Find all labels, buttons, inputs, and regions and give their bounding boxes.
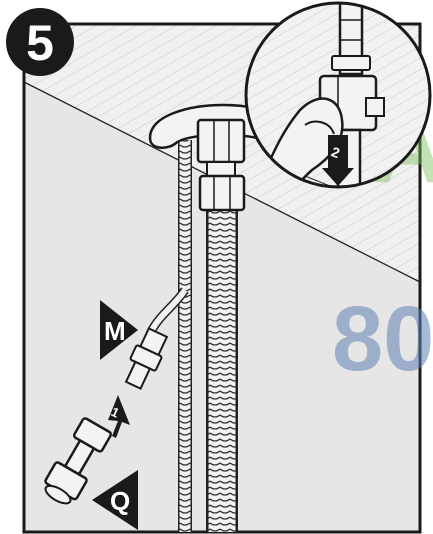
compression-fitting: [44, 417, 113, 505]
supply-hose-thin: [148, 140, 192, 532]
watermark-text: 80: [332, 288, 433, 390]
hose-end-fitting: [124, 327, 169, 390]
step-number: 5: [26, 15, 54, 71]
label-m-callout: M: [100, 300, 138, 360]
label-q-callout: Q: [92, 470, 138, 530]
label-m: M: [104, 316, 126, 346]
braided-supply-hose: [206, 205, 238, 532]
step-number-badge: 5: [6, 8, 74, 76]
label-q: Q: [110, 486, 130, 516]
